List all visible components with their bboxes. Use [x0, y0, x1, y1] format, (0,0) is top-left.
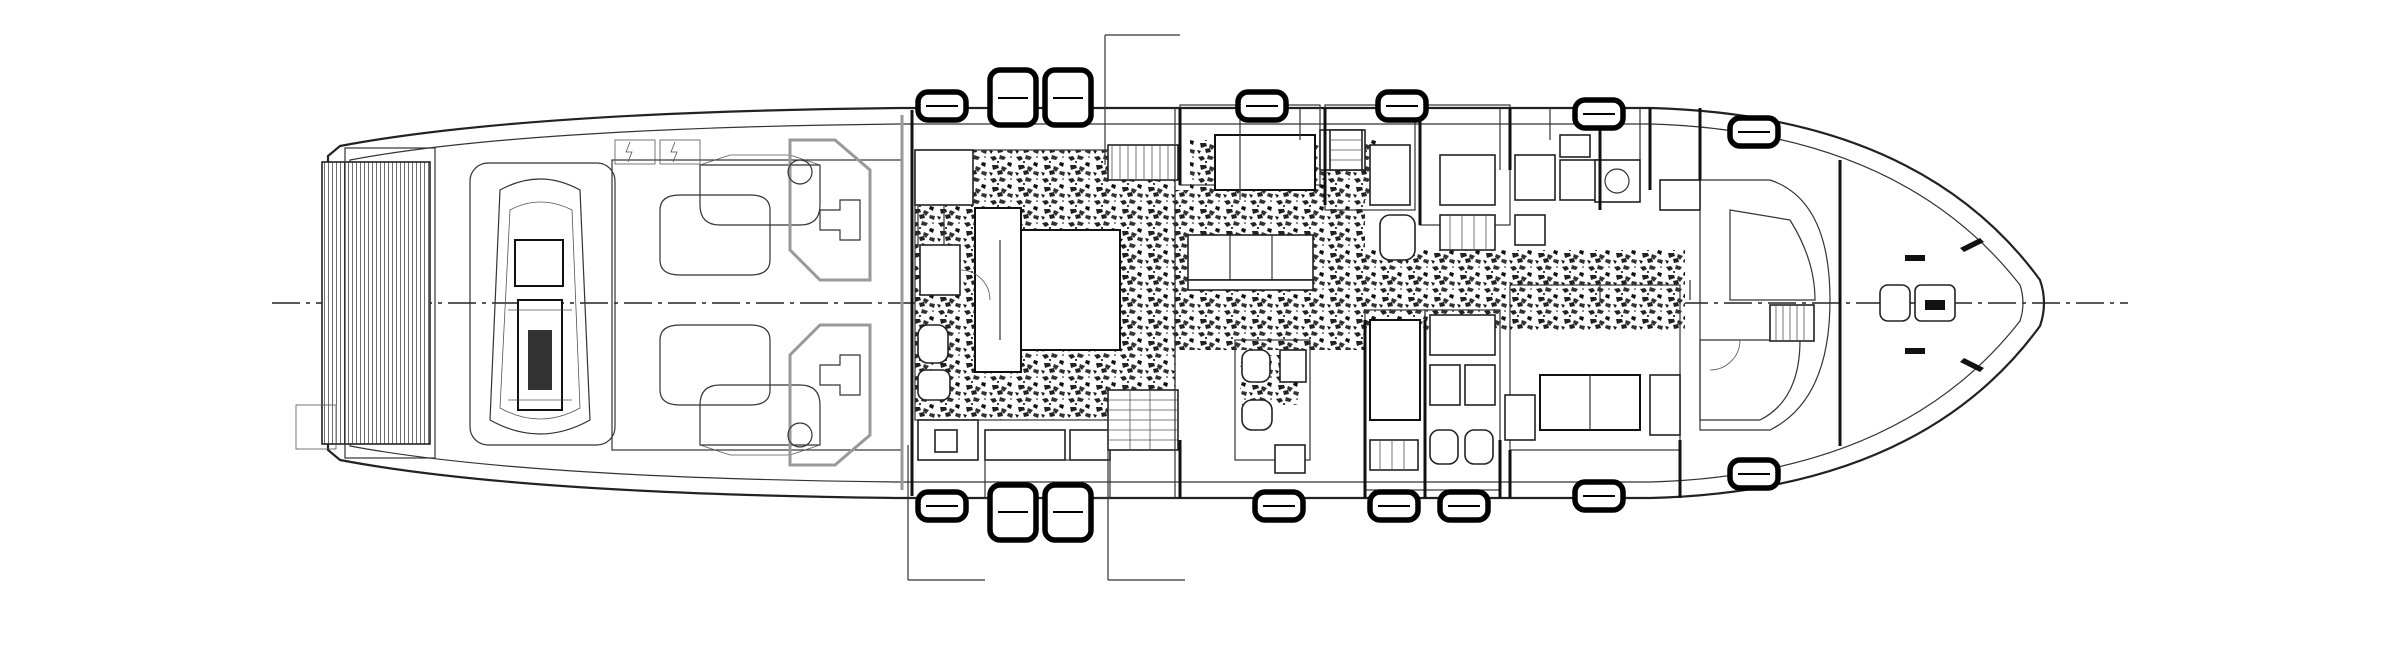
guest-cabin-4-shelf: [1439, 214, 1496, 251]
owner-door-arc: [959, 269, 991, 301]
owner-locker-2: [1069, 429, 1111, 461]
anchor-windlass-icon: [1925, 300, 1945, 310]
hull-inner-outline: [349, 123, 2024, 483]
guest-bath-1-toilet: [1241, 349, 1271, 383]
guest-bath-2-sink: [1429, 364, 1461, 406]
tender-bay: [469, 162, 616, 446]
guest-cabin-3-bed: [1369, 319, 1421, 421]
jetski: [517, 299, 563, 411]
mooring-cleat-upper: [1960, 238, 1984, 252]
sofa-lower: [699, 384, 821, 446]
forepeak-cabin: [1699, 179, 1831, 431]
aft-cabin-left: [917, 204, 945, 246]
forepeak-stairs: [1769, 304, 1815, 342]
guest-bath-1: [1234, 339, 1311, 461]
bow-bollard-lower: [1905, 348, 1925, 354]
tender-hull: [489, 178, 591, 435]
interior-walls-thin: [1174, 108, 1691, 498]
lightning-icon: [670, 141, 678, 163]
vip-bench: [1649, 374, 1681, 436]
guest-bath-2-shower: [1464, 364, 1496, 406]
stairs-treads-lower: [1108, 390, 1178, 450]
interior-walls: [1178, 108, 1702, 498]
winch-stbd: [787, 422, 813, 448]
guest-cabin-4-box-3: [1559, 159, 1601, 201]
stairs-block: [1107, 144, 1179, 181]
guest-bath-1-tray: [1274, 444, 1306, 474]
swim-platform: [321, 161, 431, 445]
section-marker-bottom-left: [907, 445, 985, 581]
table-upper: [819, 199, 861, 241]
owner-cabinet: [934, 429, 958, 453]
tender-inner: [499, 201, 581, 420]
table-lower: [819, 354, 861, 396]
bow-bollard-upper: [1905, 255, 1925, 261]
guest-cabin-4-locker: [1439, 154, 1496, 206]
vip-shower: [1594, 159, 1641, 203]
fender-inner-lines: [926, 97, 1770, 513]
stairs-lower: [699, 444, 821, 456]
vip-basin: [1604, 168, 1630, 194]
guest-bed-1: [1214, 134, 1316, 191]
jetski-bars: [508, 309, 572, 401]
owner-desk: [919, 244, 961, 296]
cockpit-hatch-port: [614, 139, 656, 165]
guest-cabinet-row: [1187, 234, 1314, 281]
guest-bath-2-box: [1429, 314, 1496, 356]
cockpit-area: [611, 159, 903, 451]
guest-cabin-3-slats: [1379, 440, 1405, 470]
guest-cabin-2-slats: [1330, 139, 1362, 161]
midship-floor: [1365, 250, 1685, 330]
forepeak-stairs-treads: [1775, 305, 1805, 341]
mooring-cleat-lower: [1960, 358, 1984, 372]
guest-cabin-2-bed: [1369, 144, 1411, 206]
owner-toilet: [917, 324, 949, 364]
winch-port: [787, 159, 813, 185]
fenders-bottom: [915, 457, 1781, 543]
guest-bath-2-toilet-b: [1464, 429, 1494, 465]
forepeak-bunk: [1699, 339, 1801, 421]
stairs-treads: [1111, 145, 1169, 180]
vip-shelf: [1559, 134, 1591, 158]
stairs-upper: [699, 154, 821, 166]
section-marker-top: [1104, 34, 1180, 165]
tender-console: [514, 239, 564, 287]
guest-cabin-4-box: [1514, 154, 1556, 201]
guest-cabinet-divider: [1229, 235, 1273, 280]
gangway-box: [295, 404, 337, 450]
owner-sink: [917, 369, 951, 401]
cockpit-hatch-stbd: [659, 139, 701, 165]
vip-locker: [1504, 394, 1536, 441]
vip-cabin: [1509, 284, 1681, 451]
owner-bed-headboard: [974, 207, 1022, 373]
sunpad-upper: [659, 194, 771, 276]
aft-console-lower: [788, 323, 872, 467]
lightning-icon: [625, 141, 633, 163]
forepeak-bed: [1729, 209, 1816, 301]
jetski-seat: [528, 330, 552, 390]
guest-cabin-4-wash: [1379, 214, 1416, 261]
swim-platform-frame: [344, 147, 436, 459]
guest-bath-1-shower: [1241, 399, 1273, 431]
owner-locker: [984, 429, 1066, 461]
guest-cabin-4-box-2: [1514, 214, 1546, 246]
hull-outline: [326, 106, 2046, 500]
owner-wardrobe: [914, 149, 974, 206]
sunpad-lower: [659, 324, 771, 406]
guest-cabinet-row-2: [1187, 279, 1314, 291]
aft-console: [788, 138, 872, 282]
anchor-hatch-left: [1879, 284, 1911, 322]
guest-cabin-4-slats: [1449, 215, 1487, 250]
section-marker-bottom-right: [1107, 445, 1185, 581]
guest-bath-1-sink: [1279, 349, 1307, 383]
forepeak-cupboard: [1659, 179, 1701, 211]
guest-bath-2-toilet-a: [1429, 429, 1459, 465]
forepeak-door: [1709, 339, 1741, 371]
guest-cabin-3-locker: [1369, 439, 1419, 471]
